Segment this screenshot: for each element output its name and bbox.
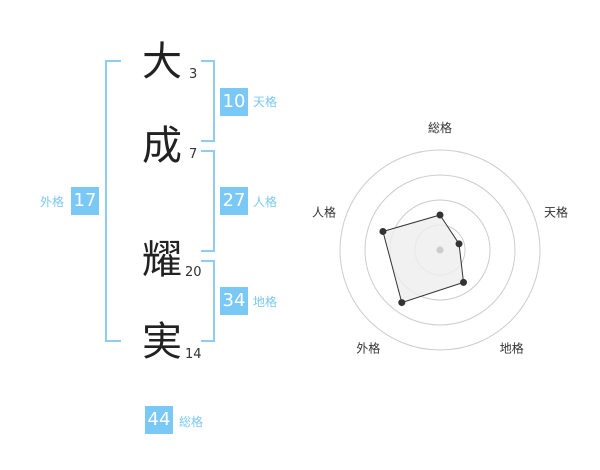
- radar-axis-label-1: 総格: [428, 120, 452, 135]
- stroke-count-1: 3: [189, 67, 198, 82]
- radar-axis-label-2: 天格: [544, 204, 568, 219]
- radar-point-2: [455, 240, 463, 248]
- chikaku-label: 地格: [253, 295, 278, 309]
- tenkaku-label: 天格: [253, 95, 278, 109]
- name-char-3: 耀: [142, 237, 182, 283]
- radar-series-area: [382, 214, 465, 304]
- radar-axis-label-4: 外格: [356, 341, 380, 356]
- chikaku-bracket: [201, 260, 215, 342]
- soukaku-value: 44: [145, 406, 173, 434]
- name-char-1: 大: [142, 39, 182, 85]
- radar-axis-label-5: 人格: [312, 204, 336, 219]
- radar-point-5: [379, 227, 387, 235]
- name-char-2: 成: [142, 123, 182, 169]
- gaikaku-value: 17: [71, 187, 99, 215]
- stroke-count-2: 7: [189, 147, 198, 162]
- soukaku-label: 総格: [179, 415, 204, 429]
- jinkaku-label: 人格: [253, 195, 278, 209]
- gaikaku-label: 外格: [40, 195, 65, 209]
- jinkaku-bracket: [201, 150, 215, 252]
- radar-ring-3: [364, 174, 516, 326]
- chikaku-value: 34: [220, 287, 248, 315]
- jinkaku-value: 27: [220, 187, 248, 215]
- tenkaku-bracket: [201, 60, 215, 142]
- gaikaku-bracket: [105, 60, 121, 342]
- stroke-count-3: 20: [185, 265, 202, 280]
- name-char-4: 実: [142, 319, 182, 365]
- radar-point-3: [460, 278, 468, 286]
- radar-center-point: [436, 246, 444, 254]
- tenkaku-value: 10: [220, 88, 248, 116]
- radar-point-1: [436, 211, 444, 219]
- radar-axis-label-3: 地格: [500, 341, 524, 356]
- radar-point-4: [398, 299, 406, 307]
- radar-ring-4: [339, 149, 541, 351]
- stroke-count-4: 14: [185, 347, 202, 362]
